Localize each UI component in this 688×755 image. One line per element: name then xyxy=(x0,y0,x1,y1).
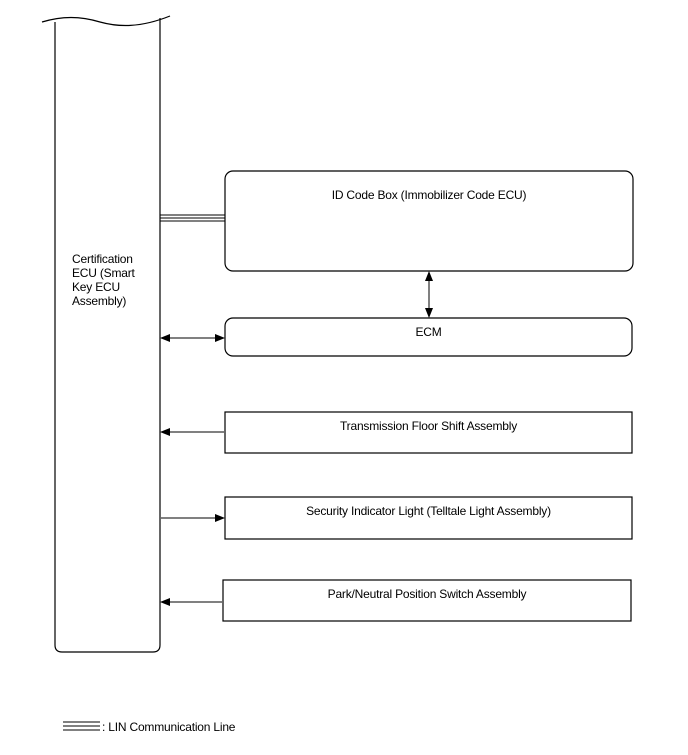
legend-lin-symbol xyxy=(63,721,100,731)
legend-lin-label: : LIN Communication Line xyxy=(102,720,236,734)
id-code-box-label: ID Code Box (Immobilizer Code ECU) xyxy=(331,188,527,202)
lin-line-id-code-box xyxy=(160,214,225,222)
transmission-label: Transmission Floor Shift Assembly xyxy=(339,419,517,433)
security-light-label: Security Indicator Light (Telltale Light… xyxy=(306,504,551,518)
ecu-label-line-2: ECU (Smart xyxy=(72,266,135,280)
id-code-box xyxy=(224,170,634,272)
park-neutral-box xyxy=(222,579,632,622)
security-light-box xyxy=(224,496,633,540)
ecm-label: ECM xyxy=(415,325,442,339)
certification-ecu-label: Certification ECU (Smart Key ECU Assembl… xyxy=(72,252,158,308)
certification-ecu-box xyxy=(41,15,171,653)
ecu-label-line-4: Assembly) xyxy=(72,294,127,308)
ecu-label-line-1: Certification xyxy=(72,252,133,266)
ecm-box xyxy=(224,317,633,357)
ecu-label-line-3: Key ECU xyxy=(72,280,120,294)
park-neutral-label: Park/Neutral Position Switch Assembly xyxy=(327,587,527,601)
transmission-box xyxy=(224,411,633,454)
